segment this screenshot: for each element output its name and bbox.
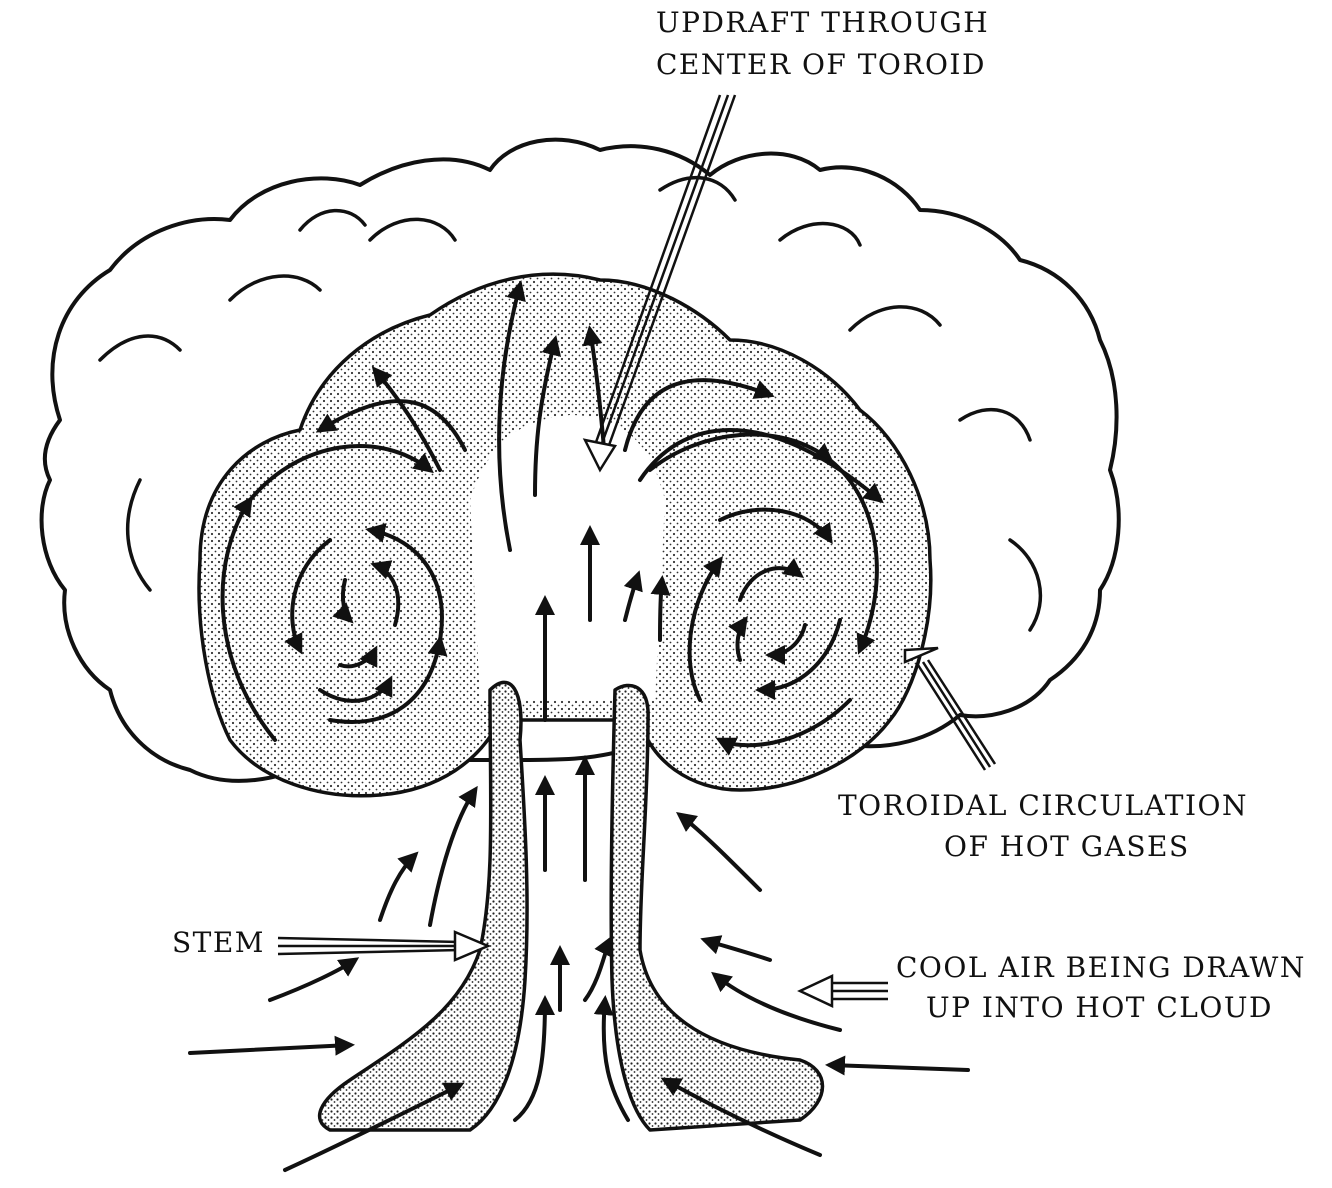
label-cool-air-line2: UP INTO HOT CLOUD bbox=[926, 991, 1273, 1024]
central-updraft-column bbox=[470, 415, 665, 700]
updraft-pointer bbox=[582, 94, 737, 473]
left-stem bbox=[317, 680, 529, 1132]
upper-flow-arrows bbox=[315, 280, 884, 552]
label-updraft-line1: UPDRAFT THROUGH bbox=[656, 6, 989, 39]
left-vortex-arrows bbox=[220, 444, 448, 742]
label-toroidal-line2: OF HOT GASES bbox=[944, 830, 1190, 863]
cap-scallops bbox=[98, 175, 1043, 632]
label-updraft-line2: CENTER OF TOROID bbox=[656, 48, 986, 81]
right-vortex-arrows bbox=[648, 432, 879, 756]
stem-pointer bbox=[277, 930, 492, 962]
cool-air-pointer bbox=[797, 974, 888, 1008]
label-stem: STEM bbox=[172, 926, 265, 959]
inflow-arrows bbox=[188, 785, 970, 1172]
label-toroidal-line1: TOROIDAL CIRCULATION bbox=[838, 789, 1248, 822]
toroidal-pointer bbox=[903, 646, 997, 771]
updraft-arrows bbox=[513, 525, 671, 1122]
label-cool-air-line1: COOL AIR BEING DRAWN bbox=[896, 951, 1306, 984]
